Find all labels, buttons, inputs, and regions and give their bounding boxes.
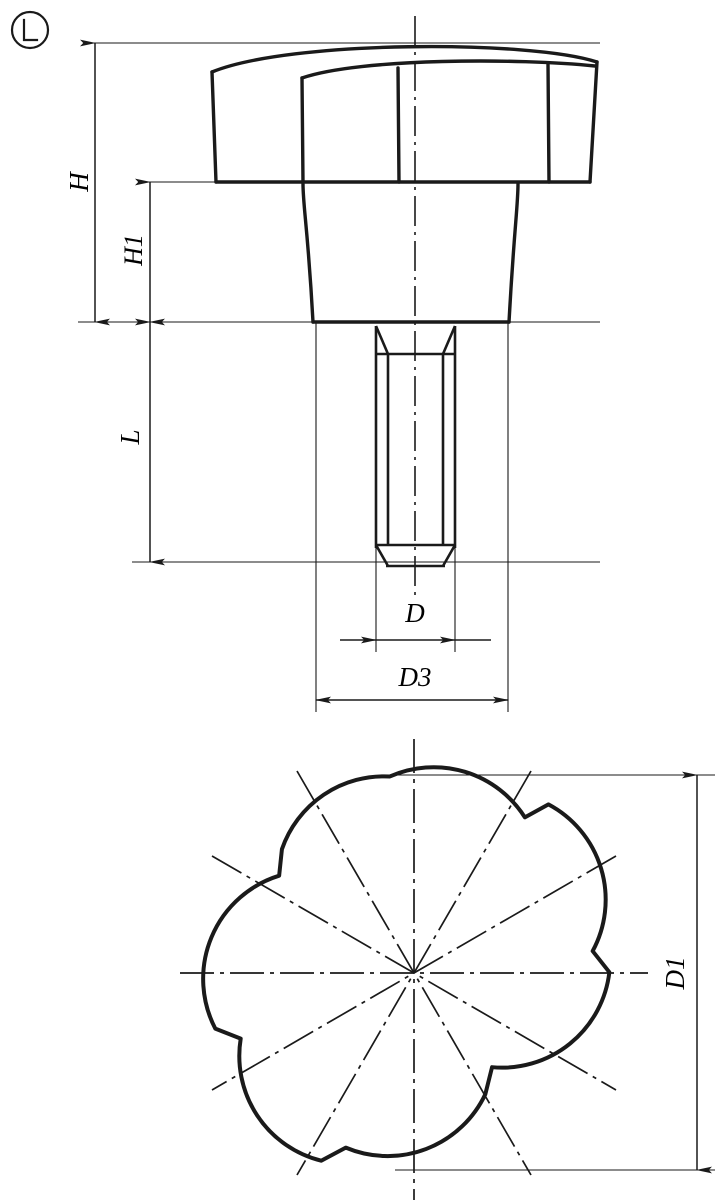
bottom-view: D1 xyxy=(180,739,715,1200)
knob-hub-outline xyxy=(301,182,520,324)
dimension-D3: D3 xyxy=(315,662,509,704)
star-radial-centerlines xyxy=(180,739,648,1200)
knob-head-outline xyxy=(210,44,599,184)
dimension-L-label: L xyxy=(115,429,145,445)
star-knob-outline xyxy=(201,765,612,1163)
bottom-view-extension-lines xyxy=(395,774,715,1171)
circled-L-logo xyxy=(10,10,50,50)
front-view-extension-lines xyxy=(78,42,600,712)
dimension-D1-label: D1 xyxy=(660,957,690,991)
dimension-D-label: D xyxy=(404,598,425,628)
dimension-H1: H1 xyxy=(119,178,165,326)
dimension-D3-label: D3 xyxy=(398,662,432,692)
dimension-L: L xyxy=(115,318,165,566)
dimension-H: H xyxy=(64,39,110,326)
dimension-D: D xyxy=(340,598,491,644)
dimension-D1: D1 xyxy=(660,771,712,1174)
dimension-H-label: H xyxy=(64,171,94,193)
dimension-H1-label: H1 xyxy=(119,234,148,267)
front-view: H H1 L D D3 xyxy=(64,16,600,712)
